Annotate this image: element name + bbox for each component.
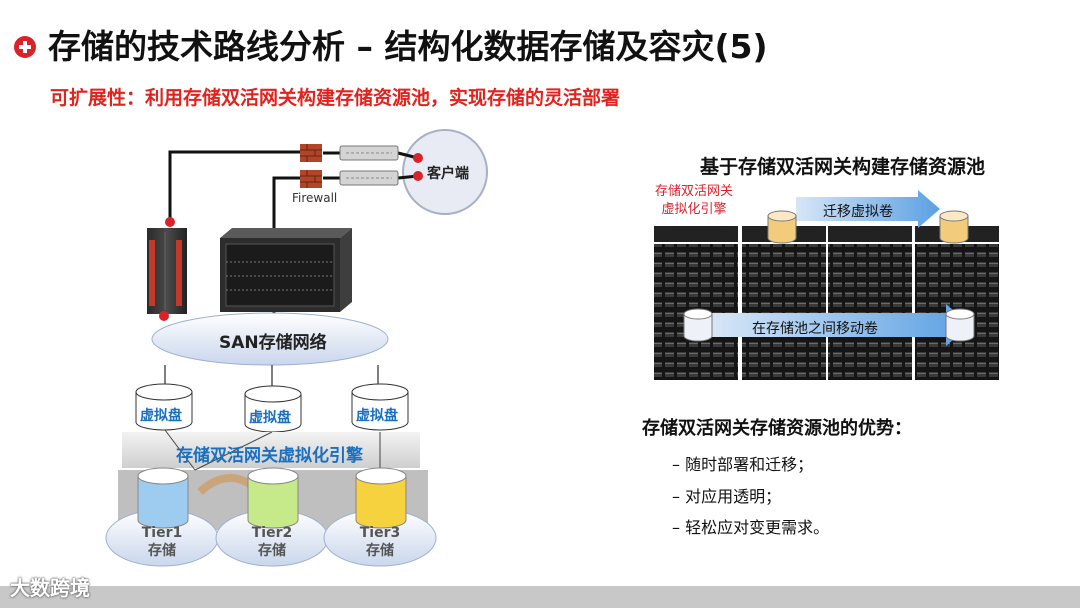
virtual-disk-label: 虚拟盘 bbox=[249, 410, 291, 426]
engine-label: 存储双活网关虚拟化引擎 bbox=[176, 446, 363, 466]
advantage-item: – 轻松应对变更需求。 bbox=[672, 518, 830, 537]
tier-cylinder-top bbox=[137, 467, 189, 485]
virtual-disk-label: 虚拟盘 bbox=[356, 408, 398, 424]
move-volume-arrow bbox=[712, 304, 970, 346]
migrate-volume-label: 迁移虚拟卷 bbox=[823, 204, 893, 220]
client-circle bbox=[402, 129, 488, 215]
tower-server-icon bbox=[147, 228, 187, 314]
tier-cylinder bbox=[137, 476, 189, 529]
resource-pool-title: 基于存储双活网关构建存储资源池 bbox=[700, 156, 986, 178]
san-ellipse bbox=[151, 312, 389, 366]
volume-cylinder-icon bbox=[683, 210, 975, 342]
tier-cylinder-top bbox=[355, 467, 407, 485]
client-label: 客户端 bbox=[427, 166, 469, 182]
migrate-arrow bbox=[796, 190, 940, 228]
tier-cylinder bbox=[355, 476, 407, 529]
blade-server-icon bbox=[220, 228, 352, 312]
move-volume-label: 在存储池之间移动卷 bbox=[752, 321, 878, 337]
left-architecture-diagram bbox=[105, 129, 488, 567]
switch-icon bbox=[339, 145, 399, 186]
page-title: 存储的技术路线分析 – 结构化数据存储及容灾(5) bbox=[48, 27, 768, 66]
engine-red-label: 存储双活网关 虚拟化引擎 bbox=[655, 184, 734, 217]
tier-cylinder-top bbox=[247, 467, 299, 485]
virtual-disk-label: 虚拟盘 bbox=[140, 408, 182, 424]
engine-band bbox=[122, 432, 420, 468]
title-bullet-icon bbox=[14, 36, 36, 58]
virtual-disk-icons bbox=[135, 383, 409, 433]
advantage-item: – 随时部署和迁移； bbox=[672, 455, 814, 474]
resource-pool-diagram bbox=[654, 190, 999, 380]
advantages-title: 存储双活网关存储资源池的优势： bbox=[642, 418, 912, 439]
tier-cylinder bbox=[247, 476, 299, 529]
advantage-item: – 对应用透明； bbox=[672, 487, 782, 506]
watermark-logo: 大数跨境 bbox=[10, 576, 90, 600]
firewall-icon bbox=[300, 144, 322, 188]
footer-bar bbox=[0, 586, 1080, 608]
tier-storage-cylinders bbox=[137, 467, 407, 529]
firewall-label: Firewall bbox=[292, 191, 338, 205]
san-network-label: SAN存储网络 bbox=[219, 333, 327, 353]
page-subtitle: 可扩展性：利用存储双活网关构建存储资源池，实现存储的灵活部署 bbox=[50, 87, 621, 109]
storage-rack bbox=[742, 244, 826, 380]
storage-rack bbox=[828, 244, 912, 380]
